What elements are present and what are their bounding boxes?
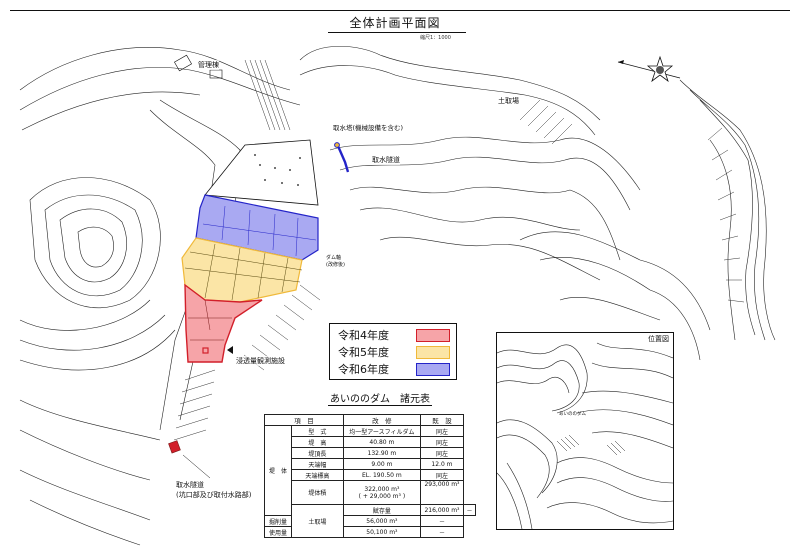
row-existing: 同左 [419,436,465,448]
label-intake-tunnel-bottom: 取水隧道 [176,480,204,490]
legend-swatch-red [416,328,450,342]
row-existing: 同左 [419,425,465,437]
location-inset-map: 位置図 あいののダム [496,332,674,530]
legend-item-reiwa6: 令和6年度 [338,362,450,376]
row-renovated: 均一型アースフィルダム [342,425,421,437]
survey-points [254,154,301,186]
header-renovated: 改 修 [342,414,421,426]
table-row: 堤体積 322,000 m³ ( + 29,000 m³ ) 293,000 m… [265,480,476,505]
north-arrow-compass-icon [617,55,681,83]
spec-table: 項 目 改 修 既 設 堤 体 型 式 均一型アースフィルダム 同左 堤 高 4… [264,414,476,538]
group-borrow-pit: 土取場 [291,504,344,538]
inset-title: 位置図 [648,334,669,344]
table-header-row: 項 目 改 修 既 設 [264,414,476,426]
row-item: 堤頂長 [291,447,344,459]
title-underline [328,32,466,33]
drawing-frame [10,10,790,551]
row-existing: 同左 [419,447,465,459]
label-seepage-facility: 浸透量観測施設 [236,356,285,366]
intake-tunnel-line [336,145,350,173]
row-renovated: 56,000 m³ [342,515,421,527]
row-item: 型 式 [291,425,344,437]
row-existing: － [419,515,465,527]
row-renovated: 322,000 m³ ( + 29,000 m³ ) [342,480,421,505]
seepage-facility-marker [202,347,209,354]
row-item: 掘削量 [264,515,292,527]
legend-label: 令和4年度 [338,329,389,342]
table-row: 土取場 賦存量 216,000 m³ － [265,504,476,538]
legend-swatch-blue [416,362,450,376]
row-renovated: 132.90 m [342,447,421,459]
row-item: 堤 高 [291,436,344,448]
row-existing: 12.0 m [419,458,465,470]
table-row: 天端幅 9.00 m 12.0 m [265,458,476,470]
legend-label: 令和6年度 [338,363,389,376]
label-borrow-pit: 土取場 [498,96,519,106]
table-row: 堤頂長 132.90 m 同左 [265,447,476,459]
table-row: 使用量 50,100 m³ － [264,526,476,538]
row-item: 天端幅 [291,458,344,470]
row-renovated-value: 322,000 m³ [364,485,400,493]
table-row: 掘削量 56,000 m³ － [264,515,476,527]
row-existing: － [463,504,476,516]
group-dam-body: 堤 体 [264,425,292,516]
row-renovated: EL. 190.50 m [342,469,421,481]
intake-portal-marker [168,440,181,454]
dam-crest-area [204,139,319,206]
spec-table-title: あいののダム 諸元表 [328,390,432,406]
table-row: 天端標高 EL. 190.50 m 同左 [265,469,476,481]
row-existing: 同左 [419,469,465,481]
legend-label: 令和5年度 [338,346,389,359]
row-renovated: 216,000 m³ [419,504,465,516]
label-dam-axis: ダム軸 [326,254,342,261]
label-dam-axis-note: (改修後) [326,261,345,268]
drawing-title: 全体計画平面図 [349,16,441,30]
legend-swatch-yellow [416,345,450,359]
table-row: 堤 体 型 式 均一型アースフィルダム 同左 [264,425,476,516]
row-item: 使用量 [264,526,292,538]
label-intake-tunnel-bottom-note: (坑口部及び取付水路部) [176,490,252,500]
row-existing: 293,000 m³ [419,480,465,505]
header-existing: 既 設 [419,414,465,426]
inset-contours [497,342,673,529]
header-item: 項 目 [264,414,344,426]
label-intake-tunnel-top: 取水隧道 [372,155,400,165]
drawing-scale: 縮尺1：1000 [420,35,451,41]
label-management-building: 管理棟 [198,60,219,70]
slope-hatching [173,59,745,441]
legend-item-reiwa5: 令和5年度 [338,345,450,359]
row-renovated: 9.00 m [342,458,421,470]
zone-reiwa4 [184,283,263,363]
label-intake-tower: 取水塔(機械設備を含む) [333,122,404,132]
legend-box: 令和4年度 令和5年度 令和6年度 [329,323,457,380]
row-renovated-note: ( + 29,000 m³ ) [358,492,406,500]
row-renovated: 50,100 m³ [342,526,421,538]
row-renovated: 40.80 m [342,436,421,448]
row-item: 天端標高 [291,469,344,481]
row-item: 賦存量 [342,504,421,516]
row-item: 堤体積 [291,480,344,505]
table-row: 堤 高 40.80 m 同左 [265,436,476,448]
inset-dam-label: あいののダム [559,412,586,417]
row-existing: － [419,526,465,538]
legend-item-reiwa4: 令和4年度 [338,328,450,342]
